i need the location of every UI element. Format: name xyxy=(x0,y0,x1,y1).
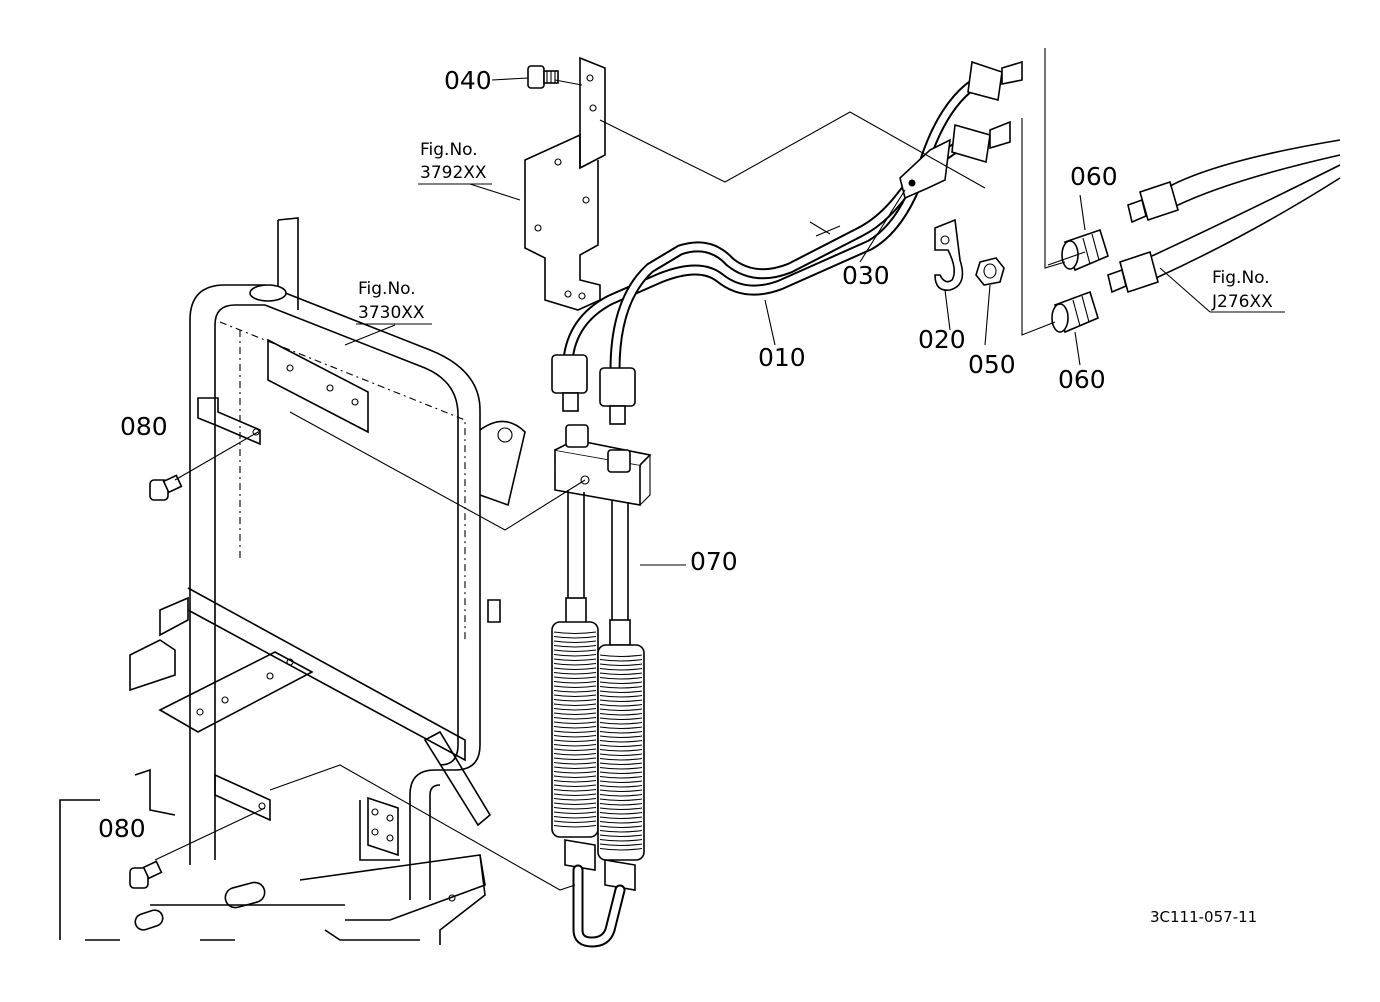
hose-fittings xyxy=(1107,139,1341,294)
callout-050: 050 xyxy=(968,350,1016,379)
clip-020 xyxy=(934,218,964,292)
callout-070: 070 xyxy=(690,547,738,576)
svg-text:Fig.No.: Fig.No. xyxy=(420,140,478,160)
callout-040: 040 xyxy=(444,66,492,95)
nut-050 xyxy=(975,257,1005,286)
callout-030: 030 xyxy=(842,261,890,290)
callout-080-bottom: 080 xyxy=(98,814,146,843)
bolt-040 xyxy=(527,65,559,89)
bolt-080-upper xyxy=(149,474,183,501)
callout-060-bottom: 060 xyxy=(1058,365,1106,394)
oil-cooler-070 xyxy=(551,424,652,948)
svg-text:3792XX: 3792XX xyxy=(420,163,487,183)
mounting-bracket xyxy=(524,56,606,311)
figure-ref-J276: Fig.No. J276XX xyxy=(1211,268,1273,312)
radiator-frame xyxy=(59,217,526,945)
svg-text:J276XX: J276XX xyxy=(1211,292,1273,312)
bolt-080-lower xyxy=(129,860,163,889)
callout-060-top: 060 xyxy=(1070,162,1118,191)
adapter-060-lower xyxy=(1051,290,1099,334)
callout-020: 020 xyxy=(918,325,966,354)
figure-ref-3730: Fig.No. 3730XX xyxy=(356,279,432,325)
callout-080-top: 080 xyxy=(120,412,168,441)
callout-010: 010 xyxy=(758,343,806,372)
leader-lines xyxy=(154,48,1285,891)
drawing-code: 3C111-057-11 xyxy=(1150,908,1257,926)
svg-text:Fig.No.: Fig.No. xyxy=(358,279,416,299)
svg-text:Fig.No.: Fig.No. xyxy=(1212,268,1270,288)
callout-labels: 040 010 030 020 050 060 060 070 080 080 xyxy=(98,66,1118,843)
figure-ref-3792: Fig.No. 3792XX xyxy=(418,140,492,185)
adapter-060-upper xyxy=(1061,228,1109,272)
clamp-030 xyxy=(899,138,951,200)
svg-text:3730XX: 3730XX xyxy=(358,303,425,323)
